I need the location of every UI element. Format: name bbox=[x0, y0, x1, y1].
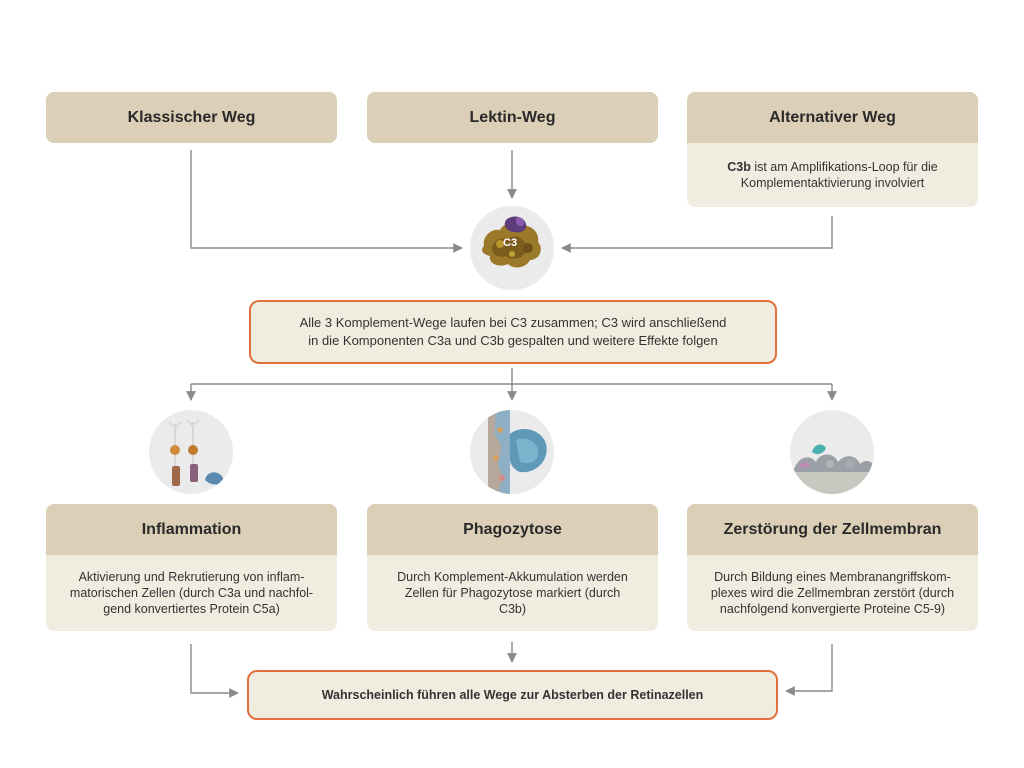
alternative-pathway-description: C3b ist am Amplifikations-Loop für die K… bbox=[687, 143, 978, 207]
c3b-term: C3b bbox=[727, 160, 751, 174]
membrane-destruction-description: Durch Bildung eines Membranangriffskom-p… bbox=[687, 555, 978, 631]
alternative-pathway-header: Alternativer Weg bbox=[687, 92, 978, 143]
lectin-pathway-label: Lektin-Weg bbox=[469, 108, 556, 126]
phagocytosis-title: Phagozytose bbox=[463, 520, 562, 538]
inflammation-image bbox=[149, 410, 233, 494]
classical-pathway-label: Klassischer Weg bbox=[127, 108, 256, 126]
phagocytosis-header: Phagozytose bbox=[367, 504, 658, 555]
phagocytosis-icon bbox=[488, 410, 547, 494]
arrow-classical-to-c3 bbox=[190, 150, 463, 253]
summary-line-1: Alle 3 Komplement-Wege laufen bei C3 zus… bbox=[299, 315, 727, 330]
arrow-alternative-to-c3 bbox=[561, 216, 833, 253]
inflammation-description: Aktivierung und Rekrutierung von inflam-… bbox=[46, 555, 337, 631]
phagocytosis-image bbox=[470, 410, 554, 494]
c3-convergence-summary: Alle 3 Komplement-Wege laufen bei C3 zus… bbox=[249, 300, 777, 364]
arrow-inflammation-to-conclusion bbox=[190, 644, 239, 698]
c3-label: C3 bbox=[503, 237, 518, 249]
membrane-attack-image bbox=[790, 410, 874, 494]
lectin-pathway-header: Lektin-Weg bbox=[367, 92, 658, 143]
conclusion-text: Wahrscheinlich führen alle Wege zur Abst… bbox=[321, 688, 704, 702]
inflammatory-cells-icon bbox=[168, 419, 224, 486]
membrane-destruction-text: Durch Bildung eines Membranangriffskom-p… bbox=[710, 570, 955, 616]
inflammation-header: Inflammation bbox=[46, 504, 337, 555]
alternative-pathway-label: Alternativer Weg bbox=[769, 108, 896, 126]
conclusion-box: Wahrscheinlich führen alle Wege zur Abst… bbox=[247, 670, 778, 720]
c3-protein-icon bbox=[482, 216, 541, 268]
inflammation-text: Aktivierung und Rekrutierung von inflam-… bbox=[69, 570, 314, 616]
membrane-destruction-header: Zerstörung der Zellmembran bbox=[687, 504, 978, 555]
c3-protein-image: C3 bbox=[470, 206, 554, 290]
arrow-membrane-to-conclusion bbox=[785, 644, 833, 696]
summary-line-2: in die Komponenten C3a und C3b gespalten… bbox=[308, 333, 718, 348]
phagocytosis-description: Durch Komplement-Akkumulation werden Zel… bbox=[367, 555, 658, 631]
membrane-attack-complex-icon bbox=[790, 444, 874, 494]
classical-pathway-header: Klassischer Weg bbox=[46, 92, 337, 143]
alternative-pathway-text: ist am Amplifikations-Loop für die Kompl… bbox=[740, 160, 938, 190]
inflammation-title: Inflammation bbox=[141, 520, 242, 538]
membrane-destruction-title: Zerstörung der Zellmembran bbox=[723, 520, 942, 538]
phagocytosis-text: Durch Komplement-Akkumulation werden Zel… bbox=[397, 570, 628, 616]
